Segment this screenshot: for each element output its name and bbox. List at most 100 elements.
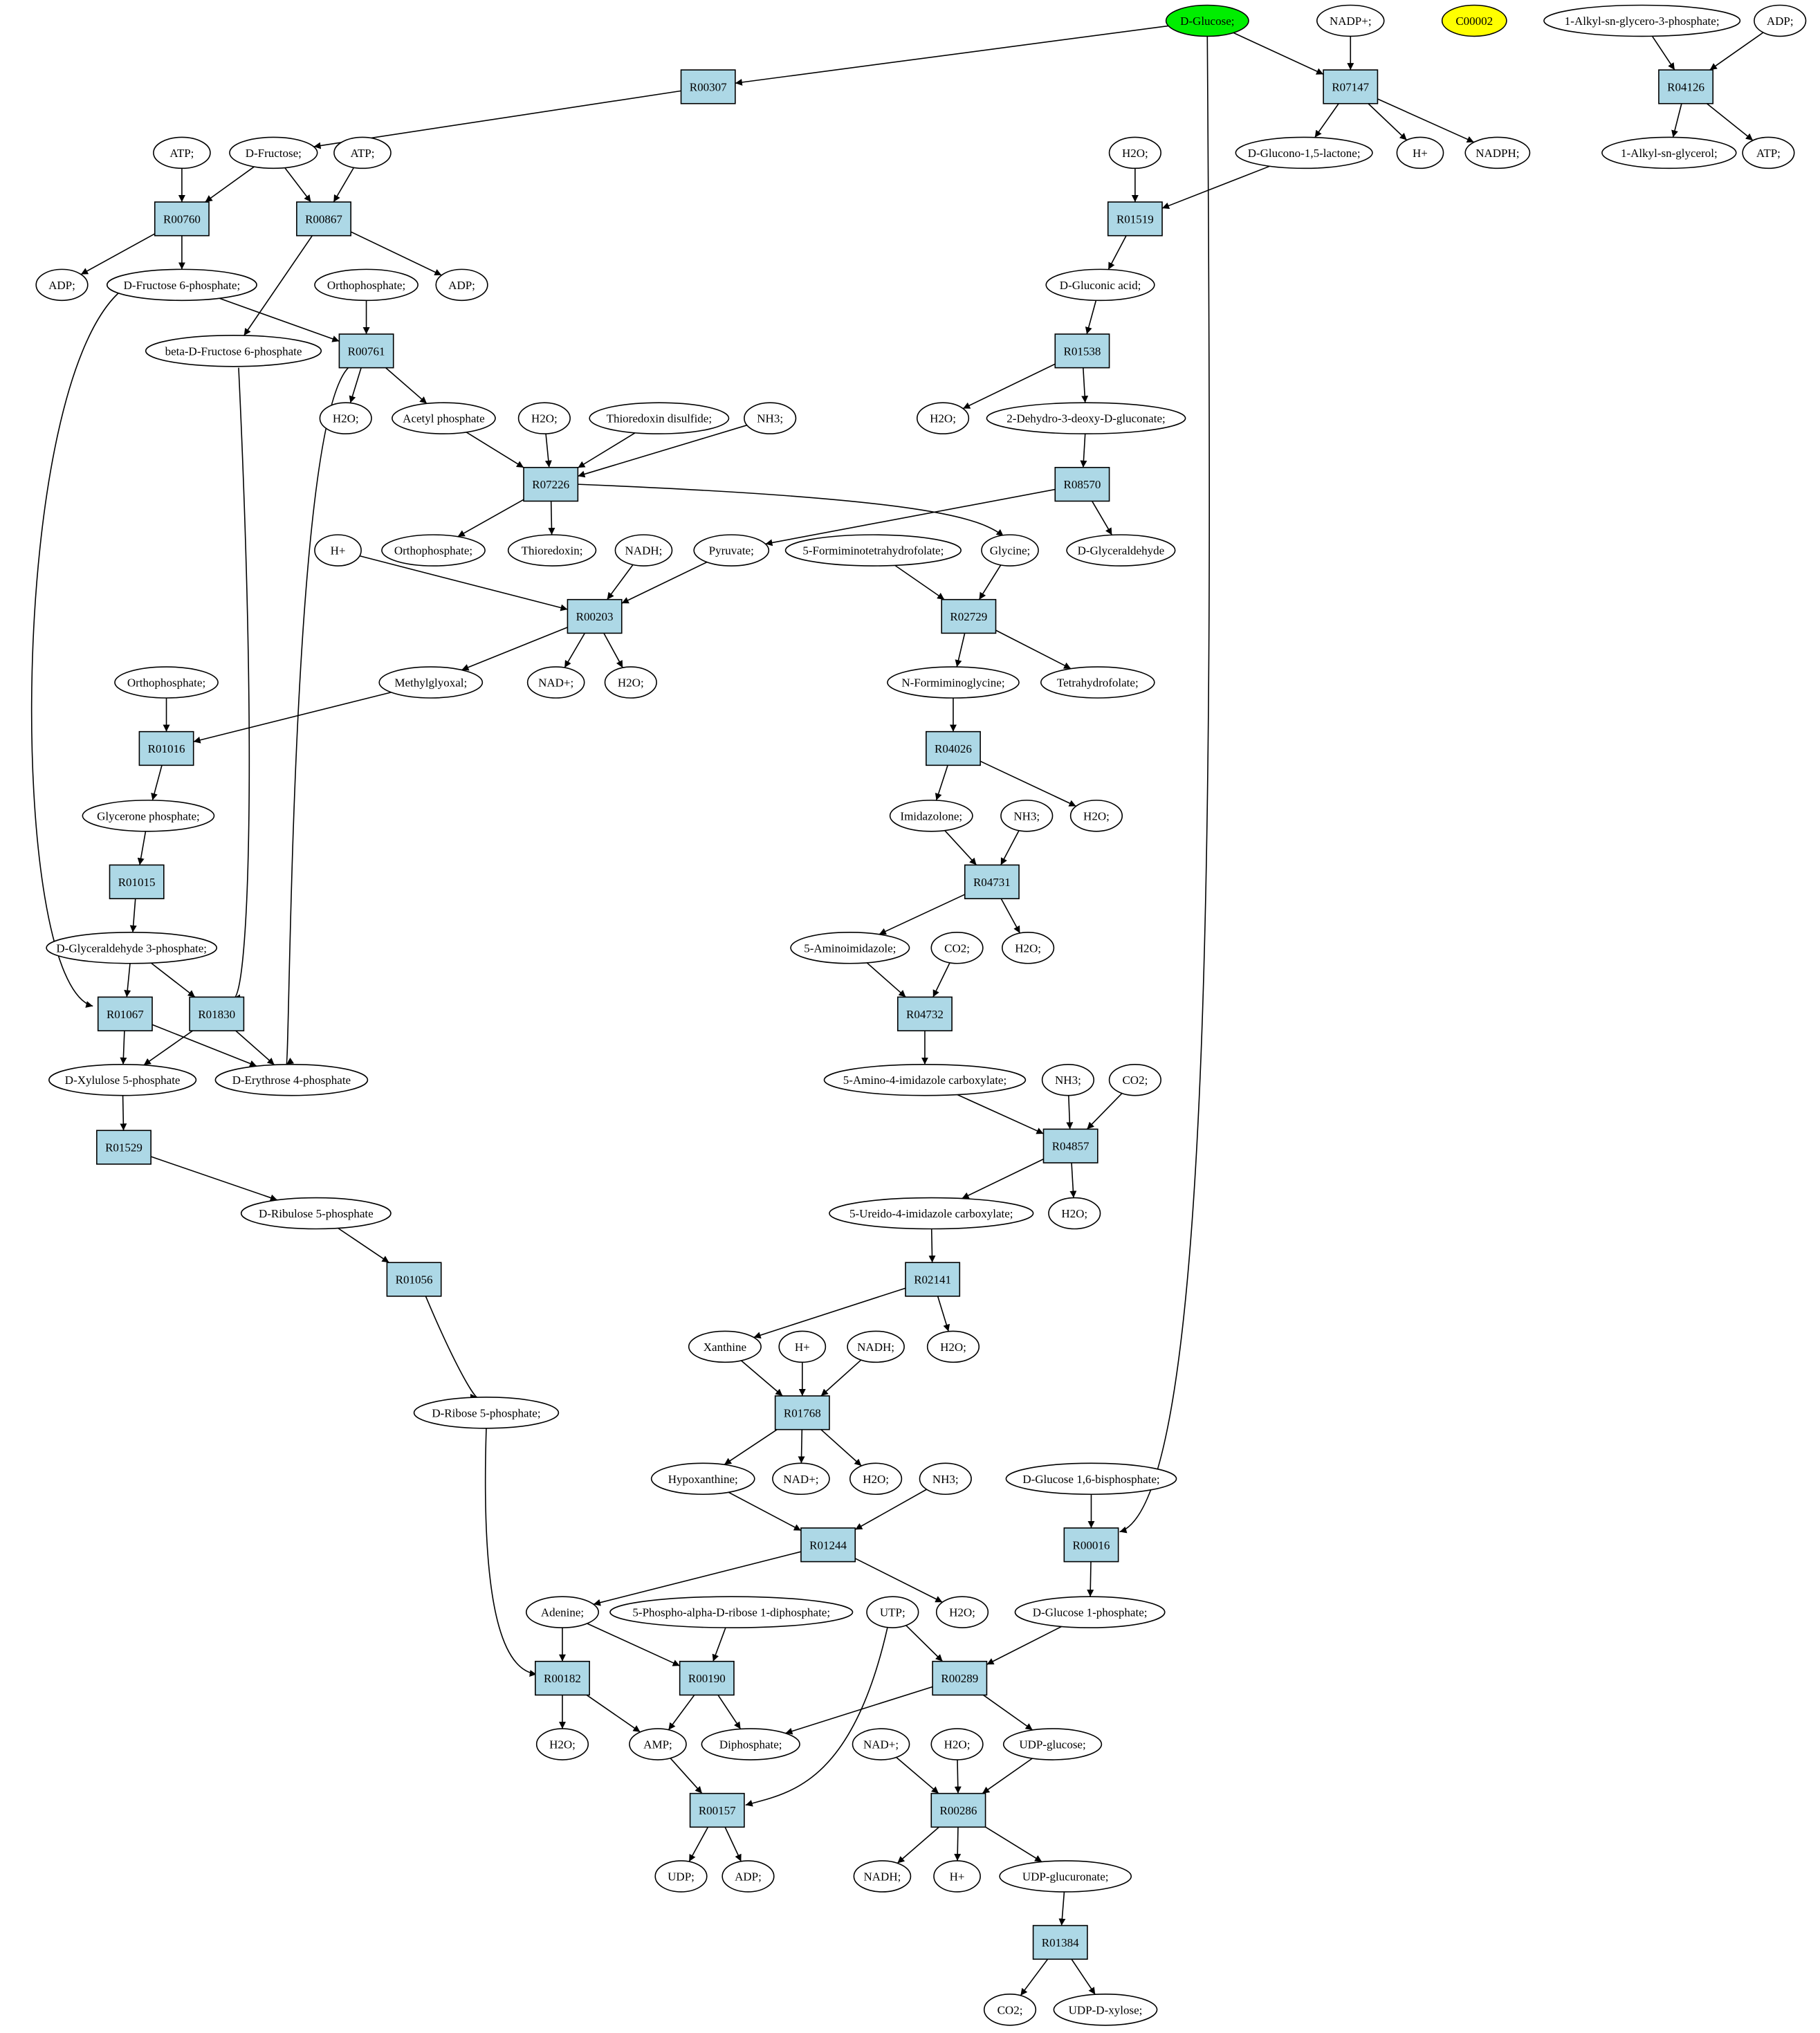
compound-node-ru5p[interactable]: D-Ribulose 5-phosphate	[240, 1197, 392, 1230]
reaction-node-r01015[interactable]: R01015	[109, 864, 165, 899]
reaction-node-r00157[interactable]: R00157	[689, 1792, 745, 1828]
reaction-node-r01016[interactable]: R01016	[138, 730, 194, 766]
compound-node-dglc[interactable]: D-Glucose;	[1165, 4, 1249, 37]
reaction-node-r04026[interactable]: R04026	[926, 730, 981, 766]
compound-node-alkylgly[interactable]: 1-Alkyl-sn-glycerol;	[1601, 136, 1737, 169]
compound-node-trx[interactable]: Thioredoxin;	[507, 534, 597, 567]
compound-node-alkyl_g3p[interactable]: 1-Alkyl-sn-glycero-3-phosphate;	[1543, 4, 1741, 37]
reaction-node-r00307[interactable]: R00307	[680, 69, 736, 104]
compound-node-hplus_r01768[interactable]: H+	[778, 1330, 827, 1363]
compound-node-kdg[interactable]: 2-Dehydro-3-deoxy-D-gluconate;	[986, 402, 1186, 434]
compound-node-h2o_r01519[interactable]: H2O;	[1108, 136, 1161, 169]
compound-node-gnp[interactable]: Glycerone phosphate;	[82, 800, 215, 832]
reaction-node-r01519[interactable]: R01519	[1107, 201, 1163, 237]
compound-node-orthop2[interactable]: Orthophosphate;	[381, 534, 486, 567]
reaction-node-r07226[interactable]: R07226	[523, 466, 579, 502]
compound-node-amp[interactable]: AMP;	[629, 1728, 687, 1760]
compound-node-h2o_r01768[interactable]: H2O;	[849, 1462, 903, 1496]
compound-node-hyp[interactable]: Hypoxanthine;	[650, 1462, 755, 1496]
compound-node-h2o_r02141[interactable]: H2O;	[926, 1330, 980, 1363]
compound-node-adp_top[interactable]: ADP;	[1754, 4, 1807, 37]
reaction-node-r04126[interactable]: R04126	[1658, 69, 1714, 104]
reaction-node-r00286[interactable]: R00286	[930, 1792, 986, 1828]
compound-node-co2_c[interactable]: CO2;	[983, 1994, 1037, 2026]
compound-node-orthop3[interactable]: Orthophosphate;	[114, 666, 219, 699]
compound-node-nadp_r00286[interactable]: NAD+;	[852, 1728, 910, 1760]
compound-node-nadh1[interactable]: NADH;	[614, 534, 673, 567]
compound-node-aimz[interactable]: 5-Aminoimidazole;	[790, 932, 910, 964]
compound-node-aicx[interactable]: 5-Amino-4-imidazole carboxylate;	[823, 1063, 1027, 1096]
compound-node-h2o_r00182[interactable]: H2O;	[535, 1728, 589, 1760]
compound-node-gly[interactable]: Glycine;	[981, 534, 1039, 567]
reaction-node-r01830[interactable]: R01830	[189, 996, 245, 1031]
reaction-node-r07147[interactable]: R07147	[1323, 69, 1379, 104]
compound-node-g3p[interactable]: D-Glyceraldehyde 3-phosphate;	[46, 932, 218, 964]
compound-node-dfru[interactable]: D-Fructose;	[229, 136, 318, 169]
compound-node-adp2[interactable]: ADP;	[435, 268, 488, 302]
reaction-node-r00016[interactable]: R00016	[1063, 1527, 1119, 1563]
reaction-node-r01768[interactable]: R01768	[774, 1395, 830, 1431]
compound-node-e4p[interactable]: D-Erythrose 4-phosphate	[214, 1063, 369, 1096]
compound-node-acp[interactable]: Acetyl phosphate	[392, 402, 496, 434]
compound-node-thf[interactable]: Tetrahydrofolate;	[1040, 666, 1155, 699]
compound-node-nh3_b[interactable]: NH3;	[1000, 800, 1054, 832]
compound-node-atp_top[interactable]: ATP;	[1742, 136, 1795, 169]
compound-node-h2o_r04026[interactable]: H2O;	[1069, 800, 1123, 832]
reaction-node-r04857[interactable]: R04857	[1042, 1128, 1099, 1163]
compound-node-g16bp[interactable]: D-Glucose 1,6-bisphosphate;	[1005, 1462, 1177, 1496]
compound-node-nadh3[interactable]: NADH;	[853, 1860, 912, 1893]
compound-node-nadp_r00203[interactable]: NAD+;	[526, 666, 585, 699]
compound-node-g1p[interactable]: D-Glucose 1-phosphate;	[1014, 1596, 1166, 1628]
compound-node-dglcl[interactable]: D-Glucono-1,5-lactone;	[1235, 136, 1373, 169]
reaction-node-r01529[interactable]: R01529	[96, 1130, 151, 1165]
reaction-node-r00289[interactable]: R00289	[932, 1660, 988, 1696]
compound-node-dga[interactable]: D-Glyceraldehyde	[1066, 534, 1176, 567]
compound-node-nadh2[interactable]: NADH;	[847, 1330, 905, 1363]
compound-node-ade[interactable]: Adenine;	[525, 1596, 599, 1628]
compound-node-h2o_r07226[interactable]: H2O;	[517, 402, 571, 434]
compound-node-uicx[interactable]: 5-Ureido-4-imidazole carboxylate;	[829, 1197, 1034, 1230]
compound-node-nadp_r01768[interactable]: NAD+;	[772, 1462, 830, 1496]
compound-node-prpp[interactable]: 5-Phospho-alpha-D-ribose 1-diphosphate;	[609, 1596, 854, 1628]
compound-node-mgo[interactable]: Methylglyoxal;	[378, 666, 484, 699]
compound-node-h2o_r01538[interactable]: H2O;	[916, 402, 970, 434]
reaction-node-r00190[interactable]: R00190	[679, 1660, 735, 1696]
reaction-node-r01067[interactable]: R01067	[97, 996, 153, 1031]
compound-node-udpgla[interactable]: UDP-glucuronate;	[999, 1860, 1132, 1893]
compound-node-h2o_r00203[interactable]: H2O;	[604, 666, 657, 699]
compound-node-co2_b[interactable]: CO2;	[1108, 1063, 1161, 1096]
compound-node-h2o_r04731[interactable]: H2O;	[1002, 932, 1055, 964]
reaction-node-r01538[interactable]: R01538	[1054, 333, 1110, 369]
compound-node-hplus_r00203[interactable]: H+	[314, 534, 362, 567]
compound-node-nh3_d[interactable]: NH3;	[919, 1462, 972, 1496]
compound-node-h2o_r04857[interactable]: H2O;	[1048, 1197, 1101, 1230]
compound-node-hplus_top[interactable]: H+	[1396, 136, 1444, 169]
compound-node-hplus_r00286[interactable]: H+	[933, 1860, 981, 1893]
compound-node-pyr[interactable]: Pyruvate;	[693, 534, 770, 567]
compound-node-nh3_a[interactable]: NH3;	[744, 402, 797, 434]
reaction-node-r01244[interactable]: R01244	[800, 1527, 856, 1563]
compound-node-c00002[interactable]: C00002	[1441, 4, 1507, 37]
reaction-node-r08570[interactable]: R08570	[1054, 466, 1110, 502]
reaction-node-r00203[interactable]: R00203	[567, 598, 623, 634]
compound-node-h2o_r00761[interactable]: H2O;	[319, 402, 372, 434]
reaction-node-r02141[interactable]: R02141	[905, 1262, 961, 1297]
compound-node-imz[interactable]: Imidazolone;	[889, 800, 973, 832]
compound-node-adp1[interactable]: ADP;	[35, 268, 89, 302]
compound-node-ppi[interactable]: Diphosphate;	[701, 1728, 800, 1760]
compound-node-nh3_c[interactable]: NH3;	[1041, 1063, 1095, 1096]
compound-node-fthf[interactable]: 5-Formiminotetrahydrofolate;	[784, 534, 962, 567]
compound-node-udpxyl[interactable]: UDP-D-xylose;	[1053, 1994, 1158, 2026]
compound-node-atp1[interactable]: ATP;	[153, 136, 211, 169]
compound-node-f6p[interactable]: D-Fructose 6-phosphate;	[106, 268, 257, 302]
compound-node-orthop1[interactable]: Orthophosphate;	[314, 268, 419, 302]
compound-node-atp2[interactable]: ATP;	[333, 136, 392, 169]
reaction-node-r02729[interactable]: R02729	[941, 598, 997, 634]
compound-node-x5p[interactable]: D-Xylulose 5-phosphate	[48, 1063, 197, 1096]
compound-node-bf6p[interactable]: beta-D-Fructose 6-phosphate	[145, 335, 322, 367]
reaction-node-r00182[interactable]: R00182	[535, 1660, 590, 1696]
compound-node-xan[interactable]: Xanthine	[688, 1330, 762, 1363]
compound-node-nadph[interactable]: NADPH;	[1464, 136, 1531, 169]
reaction-node-r04732[interactable]: R04732	[897, 996, 953, 1031]
compound-node-udp[interactable]: UDP;	[654, 1860, 708, 1893]
